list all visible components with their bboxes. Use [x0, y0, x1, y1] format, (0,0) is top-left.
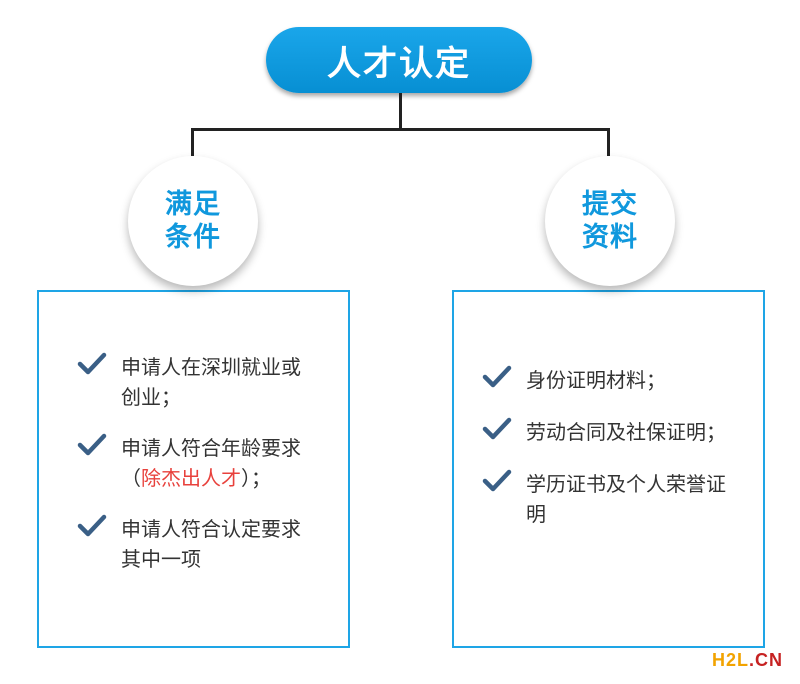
watermark-logo: H2L.CN	[712, 650, 783, 671]
item-text-line: 申请人在深圳就业或	[121, 355, 301, 379]
circle-label-line: 提交	[582, 189, 638, 220]
title-text: 人才认定	[327, 43, 471, 84]
item-text-line: （除杰出人才）；	[121, 463, 301, 493]
list-item: 申请人在深圳就业或 创业；	[77, 352, 301, 412]
documents-panel: 身份证明材料； 劳动合同及社保证明； 学历证书及个人荣誉证 明	[452, 290, 765, 648]
circle-label-line: 条件	[165, 222, 221, 253]
connector-line-horizontal	[191, 128, 610, 131]
item-text-line: 申请人符合认定要求	[121, 517, 301, 541]
list-item: 申请人符合年龄要求 （除杰出人才）；	[77, 433, 301, 493]
item-text-line: 其中一项	[121, 547, 201, 571]
check-icon	[77, 350, 107, 378]
list-item: 学历证书及个人荣誉证 明	[482, 469, 726, 529]
connector-line-right	[607, 128, 610, 156]
check-icon	[482, 415, 512, 443]
documents-circle: 提交 资料	[545, 156, 675, 286]
list-item: 劳动合同及社保证明；	[482, 417, 726, 447]
check-icon	[77, 512, 107, 540]
item-text-line: 劳动合同及社保证明；	[526, 420, 726, 444]
watermark-part: .CN	[749, 650, 784, 670]
circle-label-line: 资料	[582, 222, 638, 253]
item-text-line: 学历证书及个人荣誉证	[526, 472, 726, 496]
check-icon	[77, 431, 107, 459]
title-pill: 人才认定	[266, 27, 532, 93]
watermark-part: H2L	[712, 650, 750, 670]
list-item: 申请人符合认定要求 其中一项	[77, 514, 301, 574]
check-icon	[482, 363, 512, 391]
check-icon	[482, 467, 512, 495]
circle-label-line: 满足	[165, 189, 221, 220]
connector-line-left	[191, 128, 194, 156]
highlight-text: 除杰出人才	[141, 466, 241, 490]
list-item: 身份证明材料；	[482, 365, 666, 395]
conditions-circle: 满足 条件	[128, 156, 258, 286]
item-text-line: 明	[526, 502, 546, 526]
item-text-line: 身份证明材料；	[526, 368, 666, 392]
paren-close: ）；	[241, 466, 271, 490]
item-text-line: 创业；	[121, 385, 181, 409]
paren-open: （	[121, 466, 141, 490]
item-text-line: 申请人符合年龄要求	[121, 436, 301, 460]
connector-line-top	[399, 93, 402, 130]
conditions-panel: 申请人在深圳就业或 创业； 申请人符合年龄要求 （除杰出人才）； 申请人符合认定…	[37, 290, 350, 648]
